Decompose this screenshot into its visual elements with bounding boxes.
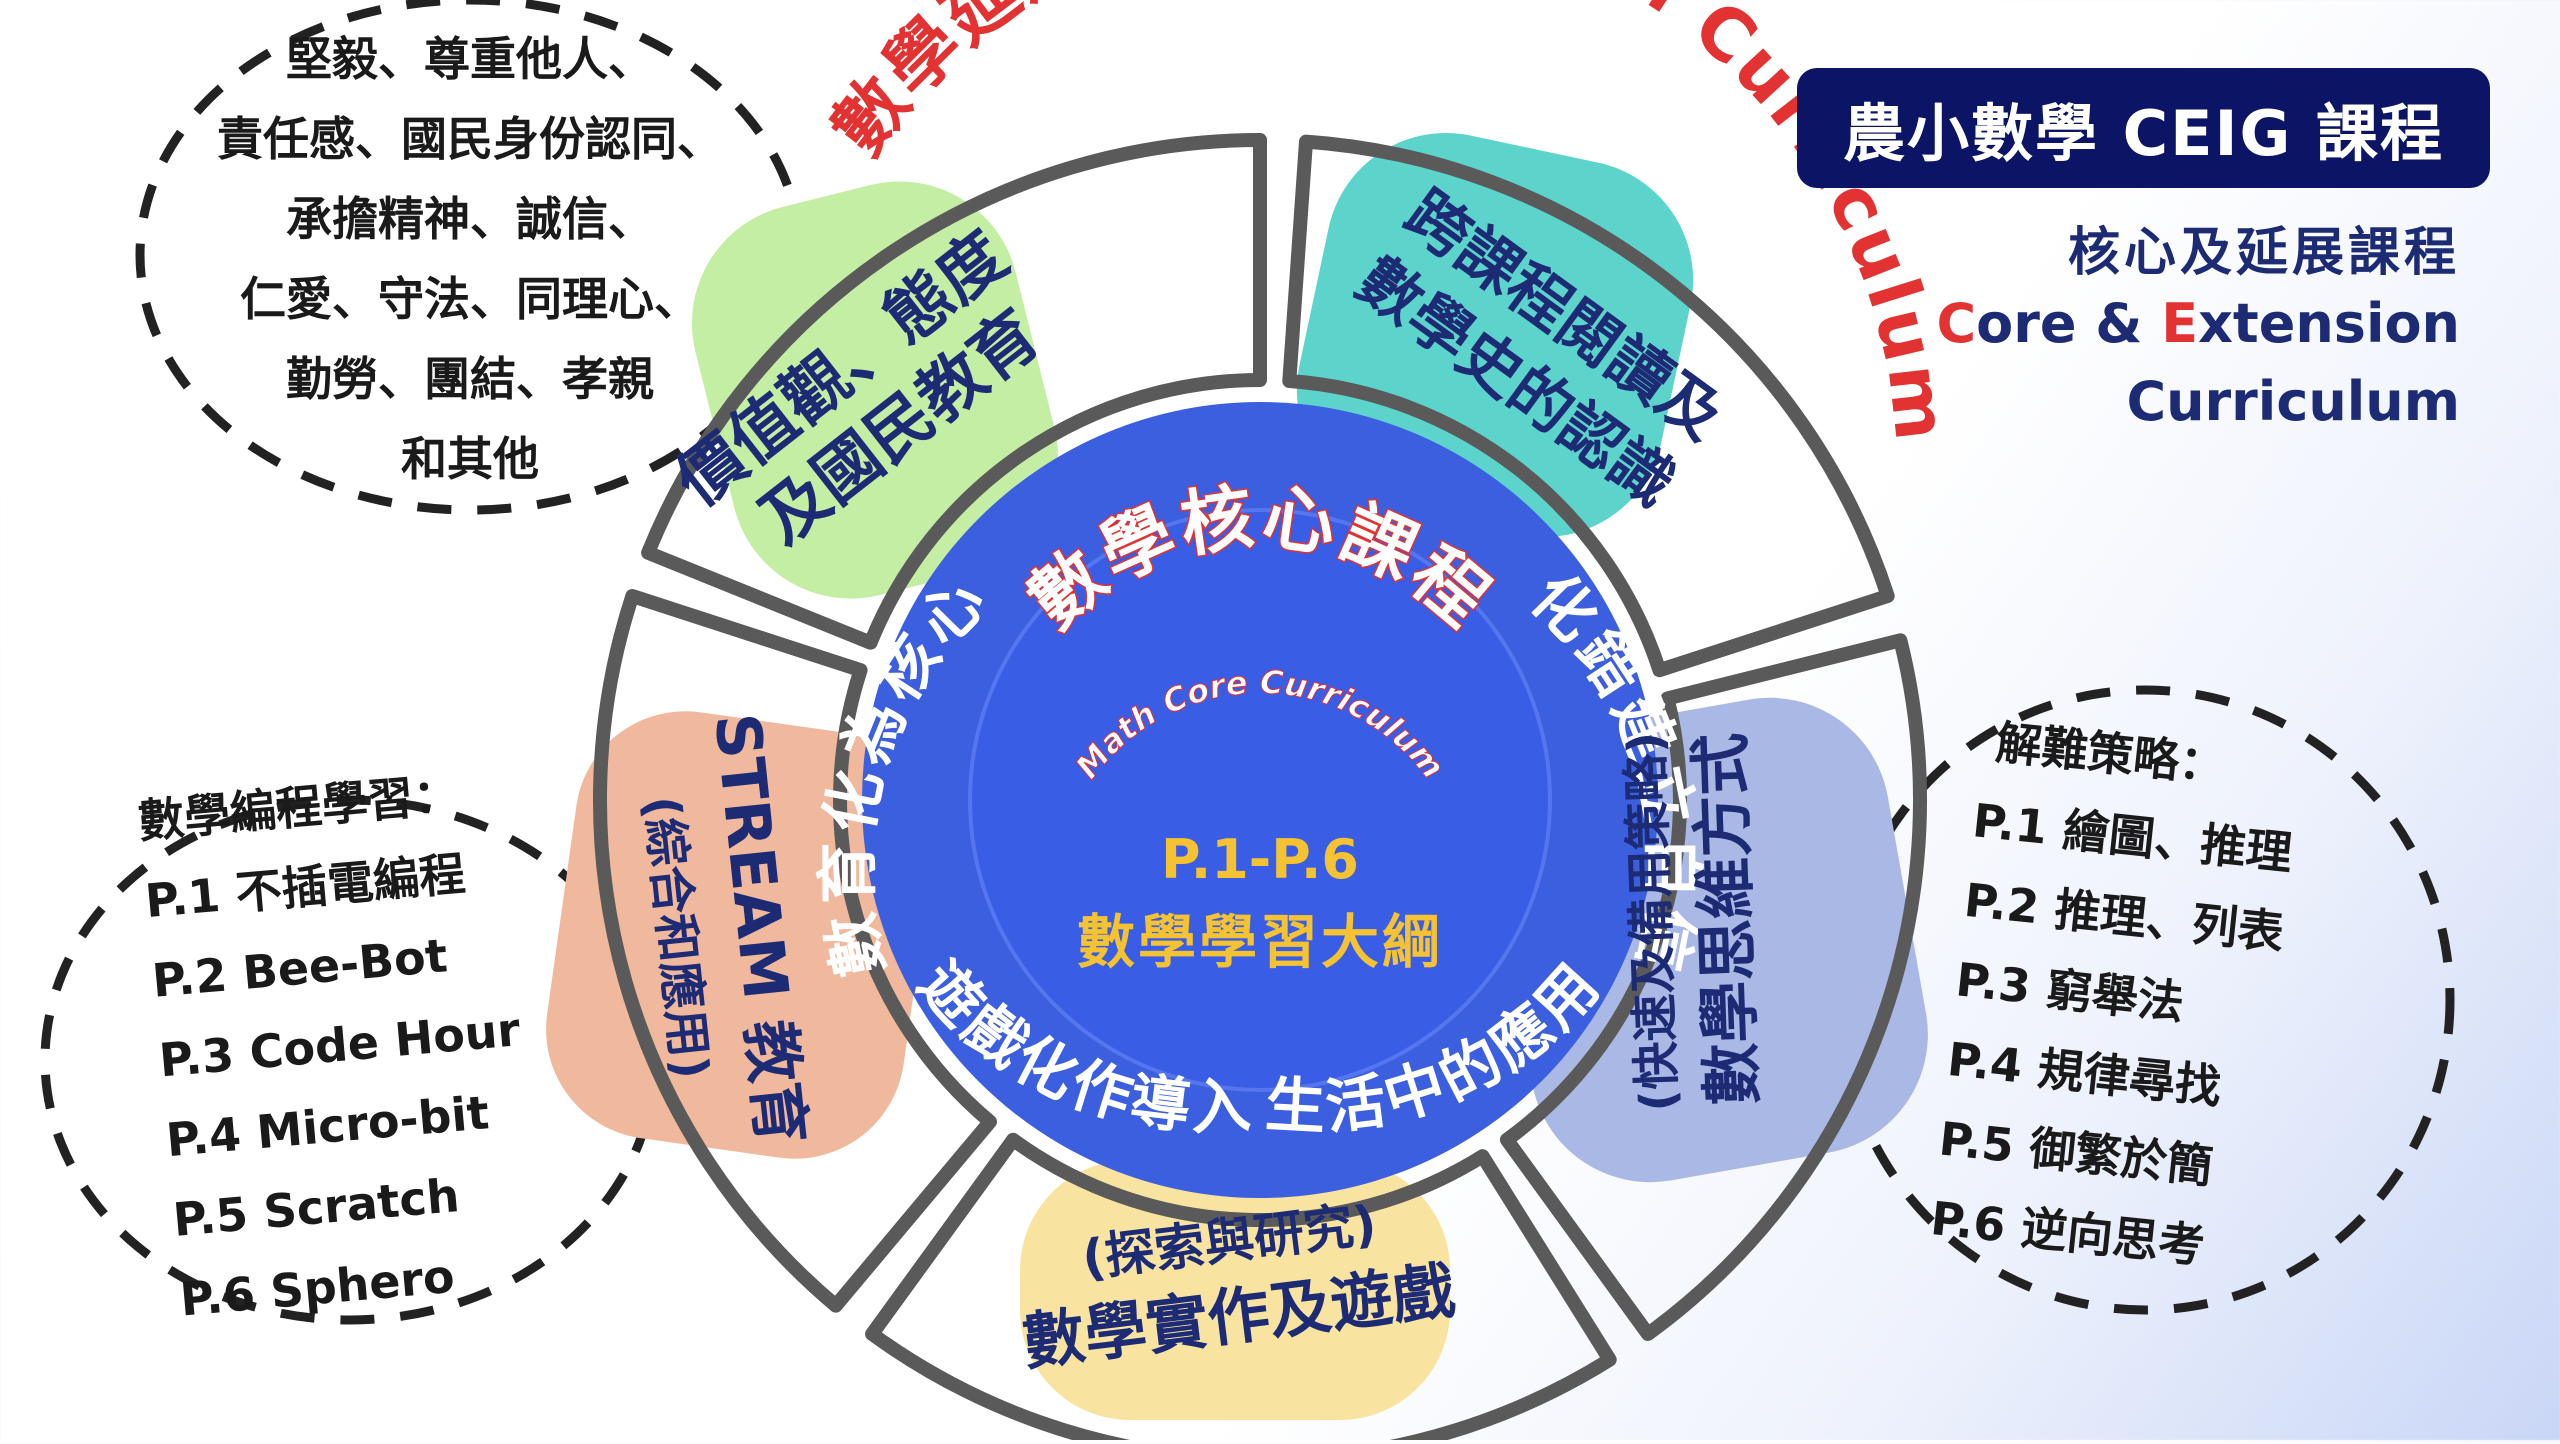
strategies-item: P.5 御繁於簡 — [1937, 1111, 2216, 1193]
segment-thinking — [1499, 633, 1927, 1341]
strategies-item: P.4 規律尋找 — [1945, 1032, 2224, 1114]
strategies-title: 解難策略： — [1993, 715, 2227, 793]
practice-blob — [1020, 1160, 1450, 1420]
strategies-item: P.1 繪圖、推理 — [1970, 793, 2295, 880]
coding-bubble-text: 數學編程學習： P.1 不插電編程 P.2 Bee-Bot P.3 Code H… — [136, 767, 522, 1327]
values-bubble-text: 堅毅、尊重他人、 責任感、國民身份認同、 承擔精神、誠信、 仁愛、守法、同理心、… — [217, 32, 723, 486]
values-item: 仁愛、守法、同理心、 — [240, 272, 700, 326]
word-xtension: xtension — [2198, 292, 2460, 355]
core-grades: P.1-P.6 — [1161, 828, 1359, 891]
core-outline: 數學學習大綱 — [1077, 908, 1443, 976]
coding-item: P.3 Code Hour — [157, 1002, 522, 1087]
values-item: 和其他 — [401, 432, 539, 486]
curriculum-word: Curriculum — [2126, 370, 2460, 433]
strategies-item: P.6 逆向思考 — [1928, 1191, 2207, 1273]
segment-practice — [865, 1132, 1617, 1444]
program-title-badge: 農小數學 CEIG 課程 — [1797, 68, 2490, 188]
values-item: 堅毅、尊重他人、 — [286, 32, 654, 86]
core-inner-circle — [968, 508, 1552, 1092]
svg-text:(快速及備用策略): (快速及備用策略) — [1617, 731, 1686, 1113]
segment-stream — [593, 589, 997, 1313]
segment-reading — [1282, 134, 1895, 678]
coding-item: P.2 Bee-Bot — [150, 928, 450, 1008]
coding-title: 數學編程學習： — [136, 767, 461, 849]
letter-c: C — [1936, 292, 1977, 355]
letter-e: E — [2161, 292, 2199, 355]
thinking-segment-label: (快速及備用策略) 數學思維方式 — [1617, 731, 1770, 1113]
core-extension-heading: 核心及延展課程 — [2067, 223, 2460, 283]
strategies-item: P.2 推理、列表 — [1962, 873, 2287, 960]
coding-item: P.1 不插電編程 — [143, 846, 467, 928]
values-item: 承擔精神、誠信、 — [286, 192, 654, 246]
values-item: 勤勞、團結、孝親 — [286, 352, 654, 406]
core-extension-english: Core & Extension — [1937, 292, 2461, 355]
word-ore: ore — [1976, 292, 2077, 355]
coding-item: P.5 Scratch — [171, 1168, 462, 1247]
ampersand: & — [2076, 292, 2162, 355]
values-item: 責任感、國民身份認同、 — [217, 112, 723, 166]
segment-values — [641, 133, 1267, 650]
extension-ring — [593, 133, 1927, 1444]
svg-text:數學思維方式: 數學思維方式 — [1684, 732, 1770, 1106]
strategies-item: P.3 窮舉法 — [1953, 952, 2186, 1030]
strategies-bubble-text: 解難策略： P.1 繪圖、推理 P.2 推理、列表 P.3 窮舉法 P.4 規律… — [1928, 715, 2295, 1273]
coding-item: P.4 Micro-bit — [164, 1085, 491, 1167]
